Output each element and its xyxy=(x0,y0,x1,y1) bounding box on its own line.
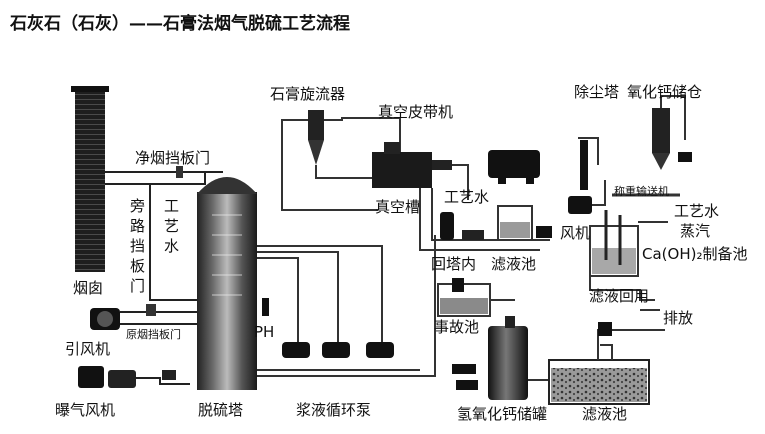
label-vacuum-tank: 真空槽 xyxy=(375,198,421,216)
label-chimney: 烟囱 xyxy=(73,279,104,297)
label-cao-silo: 氧化钙储仓 xyxy=(627,83,703,101)
label-process-water-3: 工艺水 xyxy=(163,197,179,255)
chimney-shape xyxy=(75,90,105,272)
label-steam: 蒸汽 xyxy=(680,222,711,240)
label-accident-pool: 事故池 xyxy=(434,318,480,336)
cao-silo-shape xyxy=(652,108,670,153)
label-filtrate-return: 滤液回用 xyxy=(589,287,650,305)
desulfurization-tower-shape xyxy=(197,192,257,390)
caoh-tank-shape xyxy=(488,326,528,400)
label-process-water-1: 工艺水 xyxy=(444,188,490,206)
label-dust-tower: 除尘塔 xyxy=(574,83,620,101)
label-raw-damper: 原烟挡板门 xyxy=(126,328,181,341)
label-slurry-pump: 浆液循环泵 xyxy=(296,401,372,419)
label-caoh-tank: 氢氧化钙储罐 xyxy=(457,405,548,423)
label-weigh-conveyor: 称重输送机 xyxy=(614,185,669,198)
label-filtrate-pool-1: 滤液池 xyxy=(491,255,537,273)
label-ph: PH xyxy=(254,323,275,341)
label-bypass-damper: 旁路挡板门 xyxy=(129,197,145,295)
gypsum-cyclone-shape xyxy=(308,110,324,140)
label-id-fan: 引风机 xyxy=(65,340,111,358)
label-process-water-2: 工艺水 xyxy=(674,202,720,220)
label-desulfurization-tower: 脱硫塔 xyxy=(198,401,244,419)
label-aeration-fan: 曝气风机 xyxy=(55,401,116,419)
label-fan: 风机 xyxy=(560,224,591,242)
dust-tower-shape xyxy=(580,140,588,190)
label-back-tower: 回塔内 xyxy=(431,255,477,273)
diagram-title: 石灰石（石灰）——石膏法烟气脱硫工艺流程 xyxy=(10,14,350,34)
label-caoh-pool: Ca(OH)₂制备池 xyxy=(642,245,748,263)
label-filtrate-pool-2: 滤液池 xyxy=(582,405,628,423)
label-gypsum-cyclone: 石膏旋流器 xyxy=(270,85,346,103)
aeration-fan-shape xyxy=(78,366,104,388)
label-vacuum-belt: 真空皮带机 xyxy=(378,103,454,121)
caoh-pool-shape xyxy=(589,225,639,277)
vacuum-belt-shape xyxy=(372,152,432,188)
label-clean-damper: 净烟挡板门 xyxy=(135,149,211,167)
label-discharge: 排放 xyxy=(663,309,694,327)
